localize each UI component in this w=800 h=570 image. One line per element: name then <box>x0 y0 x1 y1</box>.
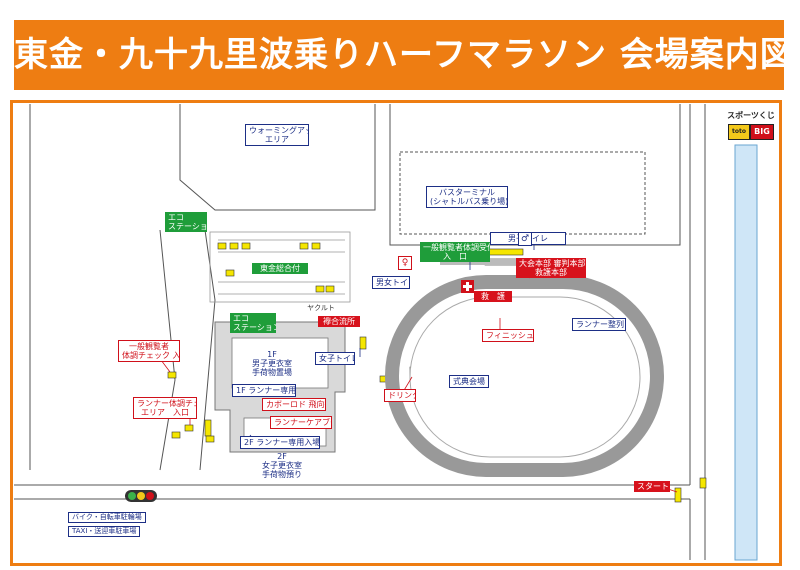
road-diag-1 <box>159 229 176 471</box>
label-yakult: ヤクルト <box>307 304 335 312</box>
label-hq: 大会本部 審判本部 救護本部 <box>516 258 586 278</box>
label-tasuki: 襷合流所 <box>318 316 360 327</box>
label-start: スタート <box>634 481 670 492</box>
bus-terminal-area <box>399 151 646 235</box>
sponsor-name: スポーツくじ <box>727 111 775 120</box>
label-warmup: ウォーミングアップ エリア <box>245 124 309 146</box>
label-runner-entrance-2f: 2F ランナー専用入場口 <box>240 436 320 449</box>
label-runner-check: ランナー体調チェック エリア 入口 <box>133 397 197 419</box>
legend-bike-parking: バイク・自転車駐輪場 <box>68 512 146 523</box>
label-carbo-tent: カボーロド 飛向行所 <box>262 398 326 411</box>
label-general-reception: 一般観覧者体調受付 入 口 <box>420 242 490 262</box>
title-banner: 東金・九十九里波乗りハーフマラソン 会場案内図 <box>14 20 795 90</box>
warmup-block <box>179 104 376 211</box>
label-womens-toilet: 女子トイレ <box>315 352 355 365</box>
label-reception: 東金総合付 <box>252 263 308 274</box>
toto-logo: toto <box>728 124 750 140</box>
label-bus-terminal: バスターミナル (シャトルバス乗り場) <box>426 186 508 208</box>
parking-lot <box>209 231 351 303</box>
big-logo: BIG <box>750 124 774 140</box>
label-finish: フィニッシュ <box>482 329 534 342</box>
mens-toilet-icon: ♂ <box>518 232 532 246</box>
traffic-light-icon <box>125 490 157 502</box>
sponsor-logo: スポーツくじ toto BIG <box>725 110 777 150</box>
label-unisex-toilet: 男女トイレ <box>372 276 410 289</box>
label-building-1f: 1F 男子更衣室 手荷物置場 <box>252 350 292 377</box>
upper-field-block <box>389 104 681 246</box>
legend-taxi-parking: TAXI・送迎車駐車場 <box>68 526 141 537</box>
label-ceremony: 式典会場 <box>449 375 489 388</box>
first-aid-cross-icon <box>461 280 474 293</box>
stadium <box>385 259 664 477</box>
label-general-check: 一般観覧者 体調チェック 入口 <box>118 340 180 362</box>
label-runner-line: ランナー整列 <box>572 318 626 331</box>
water-channel <box>734 144 758 561</box>
label-building-2f: 2F 女子更衣室 手荷物預り <box>262 452 302 479</box>
toilet-icon: ♀ <box>398 256 412 270</box>
road-diag-2 <box>199 229 216 471</box>
label-first-aid: 救 護 <box>474 291 512 302</box>
label-eco-station-1: エコ ステーション <box>165 212 207 232</box>
label-runner-care: ランナーケアブース <box>270 416 332 429</box>
page-title: 東金・九十九里波乗りハーフマラソン 会場案内図 <box>14 35 795 75</box>
label-eco-station-2: エコ ステーション <box>230 313 276 333</box>
label-runner-exit-1f: 1F ランナー専用出口 <box>232 384 296 397</box>
label-drink: ドリンク <box>384 389 416 402</box>
